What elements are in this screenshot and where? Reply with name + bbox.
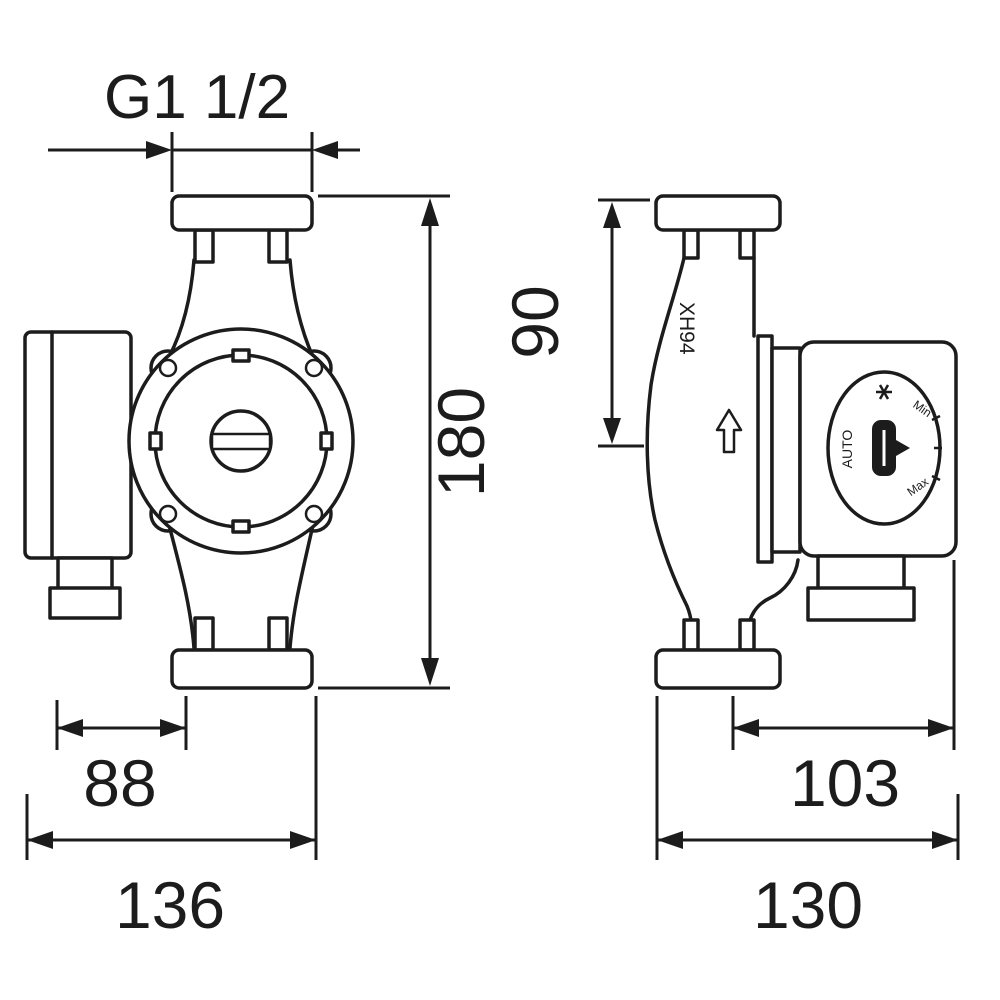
dimensions: G1 1/2 180 88 136 xyxy=(25,63,960,942)
depth-total-dimension-label: 130 xyxy=(753,868,863,942)
dimension-width-small: 88 xyxy=(55,696,188,820)
control-box: AUTO Min Max xyxy=(798,340,958,558)
width-total-dimension-label: 136 xyxy=(115,868,225,942)
thread-size-label: G1 1/2 xyxy=(104,63,290,132)
bottom-neck-side xyxy=(682,618,756,652)
terminal-box-front xyxy=(23,330,133,620)
terminal-box-side xyxy=(806,554,916,622)
top-neck-front xyxy=(167,228,315,359)
volute-front xyxy=(127,327,355,555)
top-neck-side xyxy=(682,228,756,260)
screw-slot-icon xyxy=(210,432,272,451)
width-small-dimension-label: 88 xyxy=(83,746,156,820)
side-height-dimension-label: 90 xyxy=(498,285,572,358)
height-dimension-label: 180 xyxy=(424,387,498,497)
body-marking-label: XH94 xyxy=(675,302,698,355)
dimension-width-total: 136 xyxy=(25,696,318,942)
depth-dimension-label: 103 xyxy=(790,746,900,820)
dimension-side-height: 90 xyxy=(498,198,650,448)
volute-bolts xyxy=(158,358,324,524)
speed-selector-knob xyxy=(872,420,910,476)
motor-clamp-plates xyxy=(756,334,802,564)
top-flange-side xyxy=(654,194,782,232)
pump-shaft-screw xyxy=(209,409,273,473)
bottom-neck-front xyxy=(167,523,315,652)
bottom-flange-side xyxy=(654,648,782,690)
dimension-depth-total: 130 xyxy=(655,696,960,942)
side-view: AUTO Min Max XH94 xyxy=(645,194,958,690)
front-view xyxy=(23,194,355,690)
top-flange-front xyxy=(170,194,314,232)
dimension-thread: G1 1/2 xyxy=(48,63,360,192)
dimension-height: 180 xyxy=(318,194,498,690)
dial-auto-label: AUTO xyxy=(839,430,855,469)
dial-scale-ticks xyxy=(931,414,942,482)
bottom-flange-front xyxy=(170,648,314,690)
flow-direction-up-arrow-icon xyxy=(715,408,743,454)
dimension-depth: 103 xyxy=(731,560,956,820)
fan-icon xyxy=(876,384,892,400)
